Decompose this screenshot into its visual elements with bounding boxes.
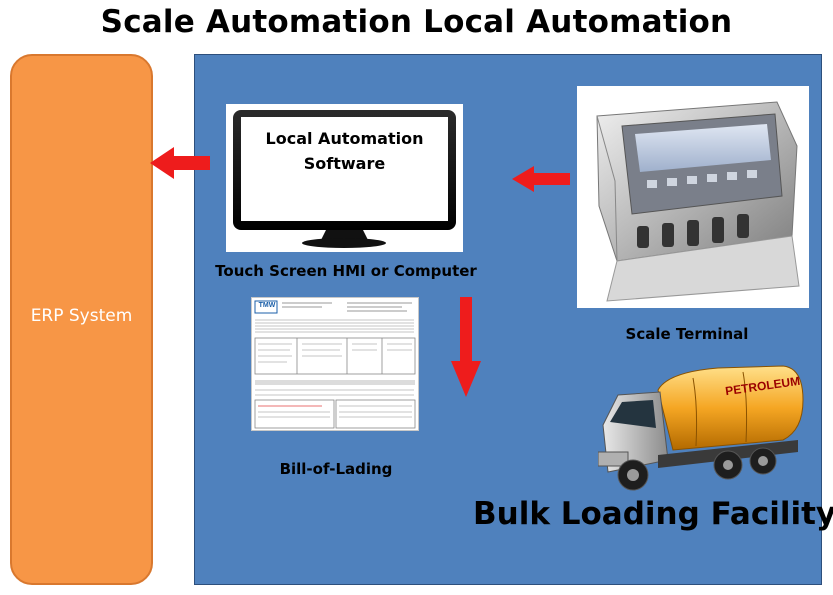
bulk-loading-facility-box: Local Automation Software Touch Screen H… — [194, 54, 833, 585]
bill-of-lading-caption: Bill-of-Lading — [279, 460, 393, 478]
bill-of-lading-document: TMW — [251, 297, 419, 431]
erp-system-box: ERP System — [10, 54, 153, 585]
hmi-panel: Local Automation Software — [226, 104, 463, 252]
erp-system-label: ERP System — [30, 306, 133, 326]
petroleum-truck-icon — [598, 365, 804, 491]
diagram-title: Scale Automation Local Automation — [100, 4, 733, 40]
tmw-logo: TMW — [258, 302, 276, 309]
arrow-down-hmi-to-bill — [451, 297, 481, 397]
scale-terminal-caption: Scale Terminal — [625, 325, 749, 343]
hmi-screen-text-line2: Software — [303, 154, 386, 173]
scale-terminal-icon — [596, 101, 800, 302]
hmi-caption: Touch Screen HMI or Computer — [215, 262, 477, 280]
hmi-screen-text-line1: Local Automation — [265, 129, 424, 148]
monitor-icon — [233, 110, 456, 248]
document-icon — [254, 300, 416, 429]
arrow-left-terminal-to-hmi — [512, 166, 570, 192]
scale-terminal-panel — [577, 86, 809, 308]
arrow-left-hmi-to-erp — [150, 147, 210, 179]
bulk-loading-facility-label: Bulk Loading Facility — [473, 496, 833, 532]
